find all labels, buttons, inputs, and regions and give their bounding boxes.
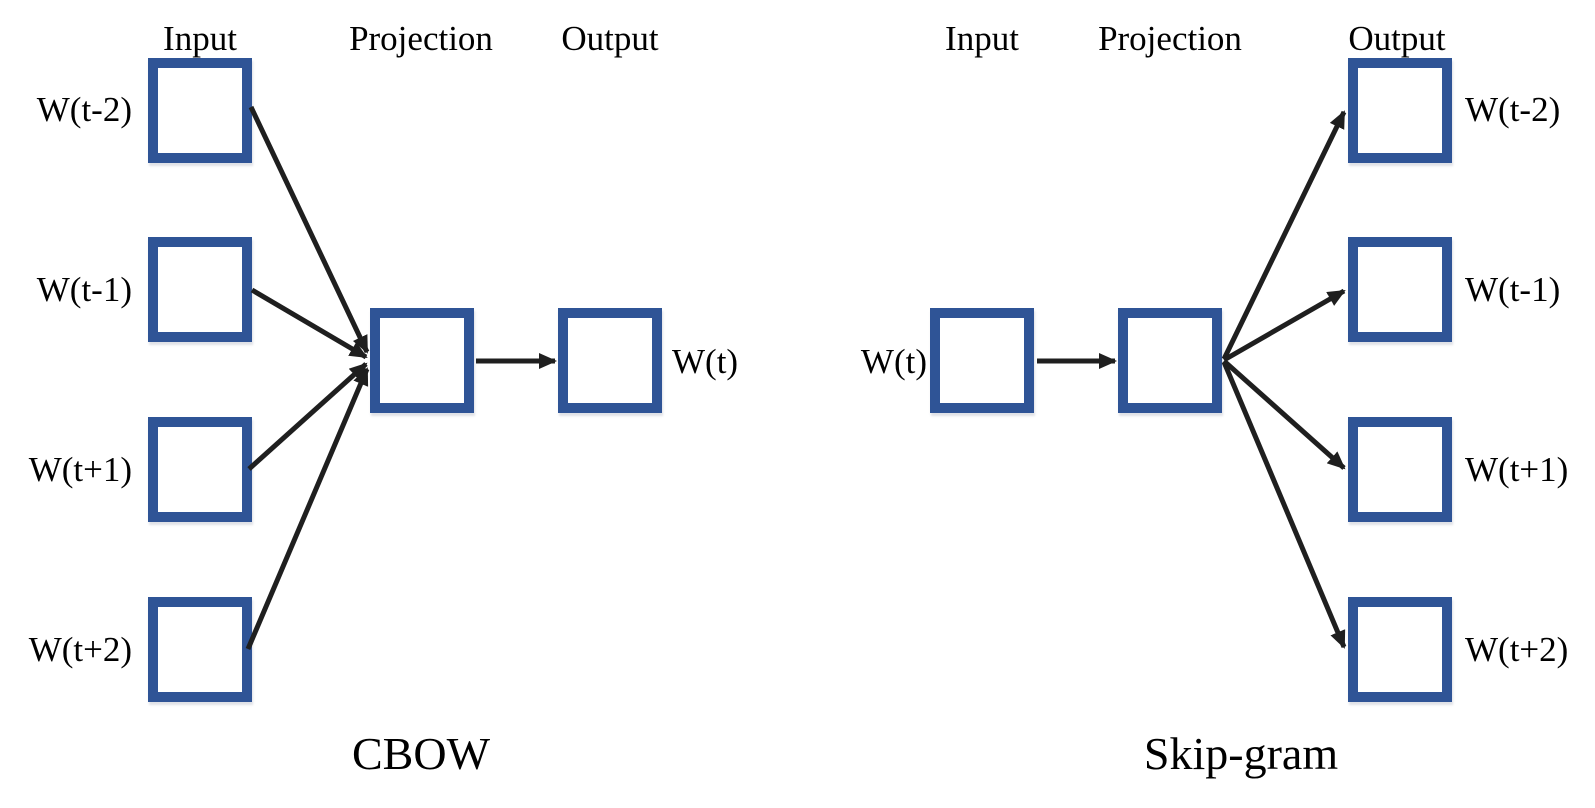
cbow-output-label-wt: W(t) [672, 342, 739, 381]
skipgram-input-label-wt: W(t) [860, 342, 927, 381]
skipgram-arrow-projection-to-wt-minus-2 [1221, 110, 1347, 361]
cbow-input-box-wt-plus-2 [148, 597, 252, 702]
cbow-input-label-wt-plus-1: W(t+1) [28, 450, 132, 489]
cbow-output-box [558, 308, 662, 413]
skipgram-output-box-wt-plus-2 [1348, 597, 1452, 702]
cbow-header-projection: Projection [349, 19, 493, 58]
skipgram-output-label-wt-plus-2: W(t+2) [1465, 630, 1569, 669]
cbow-header-input: Input [163, 19, 237, 58]
cbow-projection-box [370, 308, 474, 413]
cbow-input-label-wt-minus-1: W(t-1) [36, 270, 132, 309]
skipgram-output-label-wt-minus-2: W(t-2) [1465, 90, 1561, 129]
skipgram-output-box-wt-plus-1 [1348, 417, 1452, 522]
skipgram-header-projection: Projection [1098, 19, 1242, 58]
cbow-input-box-wt-minus-2 [148, 58, 252, 163]
cbow-arrow-wt-plus-1-to-projection [247, 362, 368, 471]
skipgram-header-input: Input [945, 19, 1019, 58]
skipgram-output-box-wt-minus-1 [1348, 237, 1452, 342]
skipgram-output-label-wt-plus-1: W(t+1) [1465, 450, 1569, 489]
cbow-arrow-wt-minus-2-to-projection [248, 105, 370, 354]
skipgram-arrow-projection-to-wt-plus-2 [1221, 361, 1347, 649]
cbow-arrow-wt-minus-1-to-projection [250, 287, 368, 360]
skipgram-projection-box [1118, 308, 1222, 413]
cbow-caption: CBOW [352, 728, 490, 779]
skipgram-input-box [930, 308, 1034, 413]
cbow-header-output: Output [561, 19, 659, 58]
cbow-input-box-wt-plus-1 [148, 417, 252, 522]
skipgram-arrow-projection-to-wt-plus-1 [1222, 359, 1346, 470]
cbow-input-label-wt-plus-2: W(t+2) [28, 630, 132, 669]
skipgram-caption: Skip-gram [1143, 728, 1339, 779]
cbow-input-box-wt-minus-1 [148, 237, 252, 342]
cbow-arrow-wt-plus-2-to-projection [245, 367, 370, 650]
skipgram-output-box-wt-minus-2 [1348, 58, 1452, 163]
cbow-input-label-wt-minus-2: W(t-2) [36, 90, 132, 129]
skipgram-arrow-projection-to-wt-minus-1 [1222, 288, 1346, 363]
skipgram-header-output: Output [1348, 19, 1446, 58]
skipgram-output-label-wt-minus-1: W(t-1) [1465, 270, 1561, 309]
